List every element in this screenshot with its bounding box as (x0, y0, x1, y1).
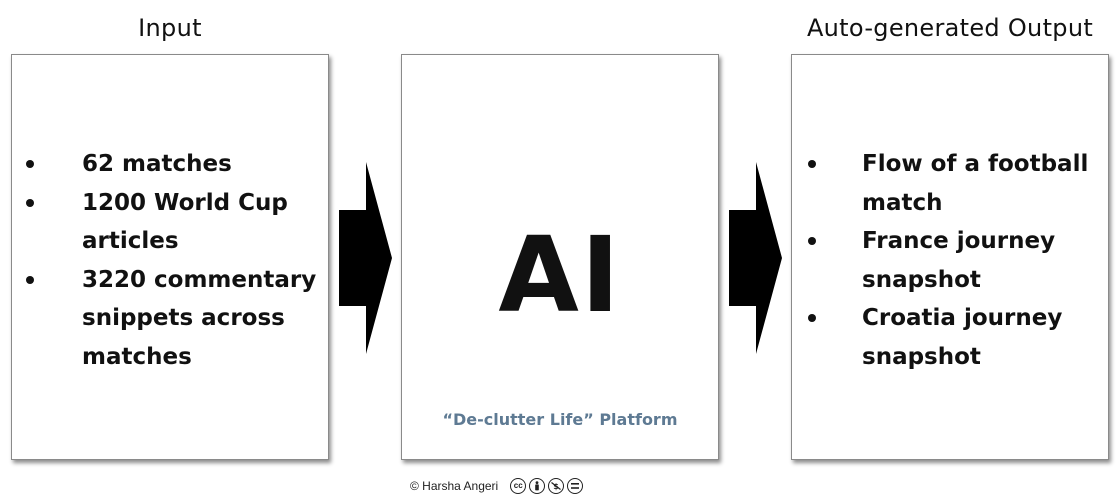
footer: © Harsha Angeri cc $ (410, 476, 584, 496)
ai-title: AI (498, 214, 622, 336)
bullet-dot (808, 160, 816, 168)
bullet-dot (808, 314, 816, 322)
list-item-line: Croatia journey (862, 305, 1063, 331)
list-item-line: match (862, 189, 943, 216)
list-item-line: articles (82, 228, 179, 254)
input-list: 62 matches 1200 World Cup articles 3220 … (26, 145, 317, 377)
list-item-line: snippets across (82, 305, 285, 331)
bullet-dot (26, 198, 34, 207)
list-item: 3220 commentary snippets across matches (26, 261, 317, 377)
right-arrow-icon (729, 162, 782, 354)
copyright-credit: © Harsha Angeri (410, 479, 499, 493)
right-arrow-icon (339, 162, 392, 354)
output-heading: Auto-generated Output (806, 14, 1094, 42)
list-item-line: Flow of a football (862, 151, 1089, 177)
list-item-line: France journey (862, 228, 1056, 254)
output-list: Flow of a football match France journey … (808, 145, 1089, 376)
bullet-dot (808, 237, 816, 245)
list-item-line: snapshot (862, 343, 981, 370)
list-item: 1200 World Cup articles (26, 184, 316, 261)
input-heading: Input (138, 14, 202, 42)
cc-icon: cc (510, 478, 527, 494)
list-item-line: 3220 commentary (82, 266, 317, 293)
ai-platform-box: AI “De-clutter Life” Platform (401, 54, 719, 460)
list-item-line: matches (82, 343, 192, 370)
list-item: Croatia journey snapshot (808, 299, 1088, 376)
list-item-line: 1200 World Cup (82, 189, 288, 216)
list-item: Flow of a football match (808, 145, 1089, 222)
bullet-dot (26, 160, 34, 168)
list-item: 62 matches (26, 145, 316, 184)
input-box: 62 matches 1200 World Cup articles 3220 … (11, 54, 329, 460)
list-item-line: snapshot (862, 266, 981, 293)
license-icons: cc $ (510, 478, 584, 494)
nc-icon: $ (548, 478, 565, 494)
output-box: Flow of a football match France journey … (791, 54, 1109, 460)
list-item: France journey snapshot (808, 222, 1088, 299)
list-item-line: 62 matches (82, 151, 232, 177)
platform-label: “De-clutter Life” Platform (442, 410, 678, 429)
nd-icon (567, 478, 584, 494)
bullet-dot (26, 275, 34, 284)
by-icon (529, 478, 546, 494)
